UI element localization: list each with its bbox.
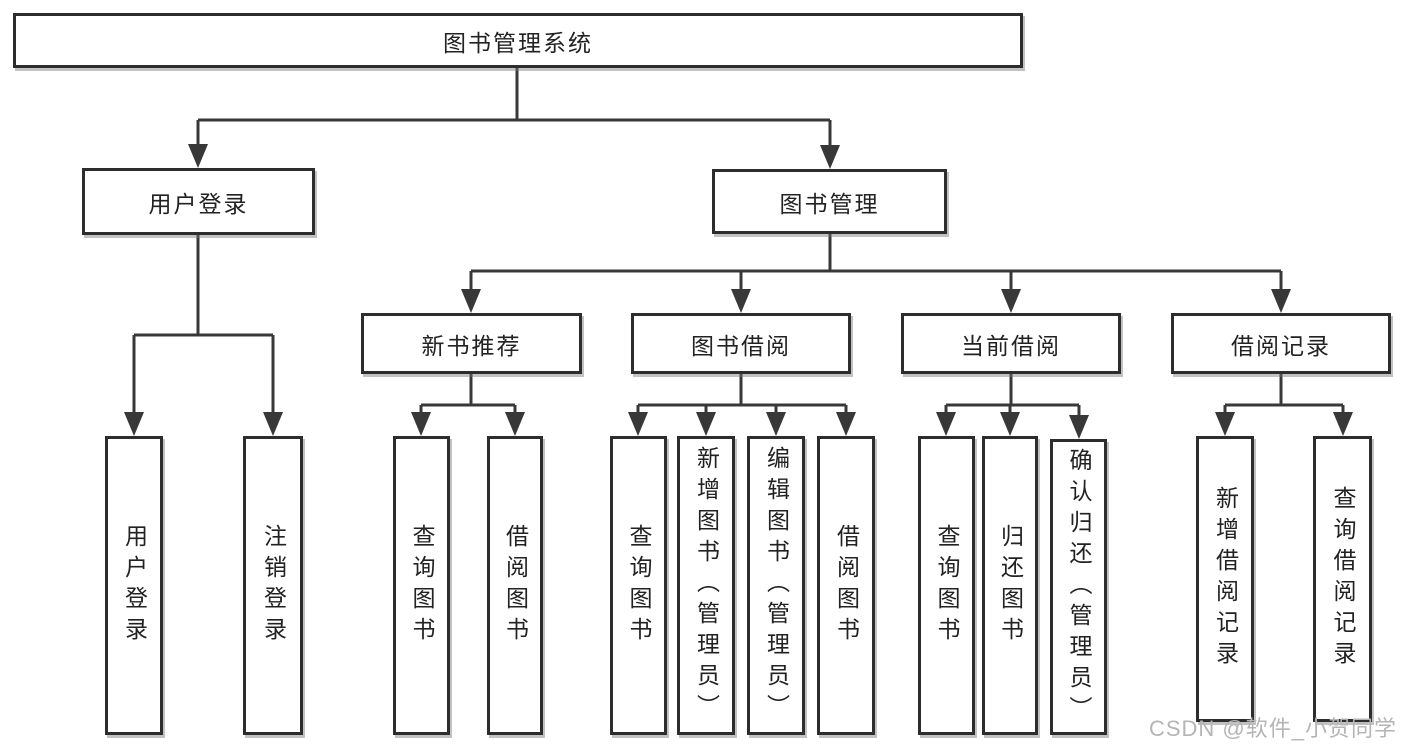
- node-label: 图书管理: [779, 190, 880, 217]
- node-label: 注销登录: [260, 523, 287, 648]
- leaf-add-books-admin: 新增图书（管理员）: [677, 436, 735, 735]
- connector-current-children: [944, 374, 1081, 417]
- node-label: 借阅记录: [1231, 332, 1331, 359]
- node-label: 借阅图书: [833, 523, 860, 648]
- node-borrowing-records: 借阅记录: [1171, 313, 1391, 374]
- node-label: 新书推荐: [421, 332, 522, 359]
- node-label: 图书借阅: [691, 332, 791, 359]
- leaf-add-borrow-record: 新增借阅记录: [1196, 436, 1254, 722]
- leaf-borrow-books-recommend: 借阅图书: [487, 436, 543, 735]
- connector-bookmgmt-to-level3: [469, 234, 1283, 291]
- arrowheads: [124, 144, 1353, 439]
- leaf-query-borrow-record: 查询借阅记录: [1313, 436, 1372, 722]
- leaf-edit-books-admin: 编辑图书（管理员）: [747, 436, 805, 735]
- node-label: 新增借阅记录: [1212, 486, 1239, 672]
- node-label: 用户登录: [148, 190, 249, 217]
- node-label: 图书管理系统: [443, 29, 593, 56]
- node-label: 确认归还（管理员）: [1066, 447, 1092, 727]
- node-label: 查询图书: [626, 523, 652, 648]
- leaf-query-books-current: 查询图书: [918, 436, 975, 735]
- connector-borrow-children: [636, 374, 848, 414]
- node-label: 归还图书: [997, 523, 1024, 648]
- leaf-query-books-borrowing: 查询图书: [610, 436, 667, 735]
- connector-record-children: [1223, 374, 1345, 414]
- node-label: 当前借阅: [961, 332, 1061, 359]
- leaf-borrow-books: 借阅图书: [817, 436, 875, 735]
- node-label: 新增图书（管理员）: [693, 446, 720, 725]
- leaf-confirm-return-admin: 确认归还（管理员）: [1050, 439, 1107, 735]
- node-label: 查询借阅记录: [1330, 486, 1356, 672]
- csdn-watermark: CSDN @软件_小贺同学: [1148, 716, 1397, 741]
- leaf-logout: 注销登录: [243, 436, 303, 735]
- connector-newbook-children: [419, 374, 517, 414]
- connector-root-to-level2: [196, 68, 832, 147]
- node-label: 查询图书: [409, 523, 435, 648]
- node-label: 借阅图书: [502, 523, 529, 648]
- node-label: 查询图书: [934, 523, 960, 648]
- leaf-return-books: 归还图书: [982, 436, 1038, 735]
- node-book-borrowing: 图书借阅: [631, 313, 851, 374]
- node-label: 用户登录: [121, 523, 148, 648]
- node-label: 编辑图书（管理员）: [763, 446, 790, 725]
- leaf-query-books-recommend: 查询图书: [393, 436, 450, 735]
- connector-userlogin-children: [132, 235, 275, 414]
- node-new-book-recommend: 新书推荐: [361, 313, 582, 374]
- connector-lines: [132, 68, 1345, 417]
- node-book-management-module: 图书管理: [712, 169, 947, 234]
- leaf-user-login: 用户登录: [105, 436, 163, 735]
- node-current-borrowing: 当前借阅: [901, 313, 1121, 374]
- node-root-system: 图书管理系统: [13, 13, 1023, 68]
- node-user-login-module: 用户登录: [82, 168, 315, 235]
